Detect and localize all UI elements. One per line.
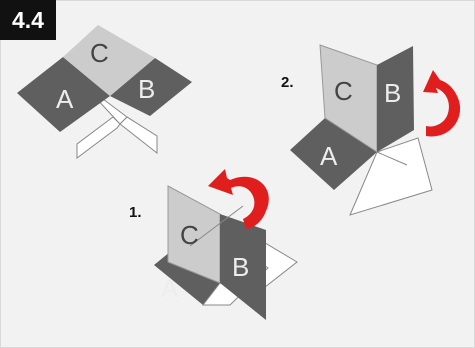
slit-flap-right xyxy=(119,116,158,155)
red-rotate-arrow-icon xyxy=(208,169,269,229)
face-a-region xyxy=(17,57,110,132)
rotation-arrow-step-two xyxy=(423,70,461,137)
rotation-arrow-step-one xyxy=(208,169,269,229)
flat-sheet-figure: A B C xyxy=(17,25,192,159)
face-b-label: B xyxy=(138,74,155,104)
step-one-figure: A B C xyxy=(154,185,298,320)
step-two-back-flap xyxy=(349,137,433,216)
step-two-figure: A B C xyxy=(290,44,433,216)
face-a-label: A xyxy=(320,141,338,171)
face-c-label: C xyxy=(180,220,199,250)
face-b-label: B xyxy=(232,252,249,282)
face-c-region xyxy=(63,25,155,96)
face-a-region xyxy=(290,118,377,190)
red-rotate-arrow-icon xyxy=(423,70,461,137)
step-two-guide-line xyxy=(376,151,408,166)
face-c-label: C xyxy=(90,38,109,68)
step-two-label: 2. xyxy=(281,74,294,91)
step-one-guide-line xyxy=(189,205,244,247)
face-b-region xyxy=(110,58,192,116)
face-b-region xyxy=(377,46,414,152)
face-c-label: C xyxy=(334,76,353,106)
figure-number-badge: 4.4 xyxy=(0,0,56,40)
face-b-label: B xyxy=(384,78,401,108)
step-one-label: 1. xyxy=(129,204,142,221)
face-a-label: A xyxy=(56,84,74,114)
face-b-region xyxy=(220,214,266,320)
face-a-label: A xyxy=(161,273,179,303)
